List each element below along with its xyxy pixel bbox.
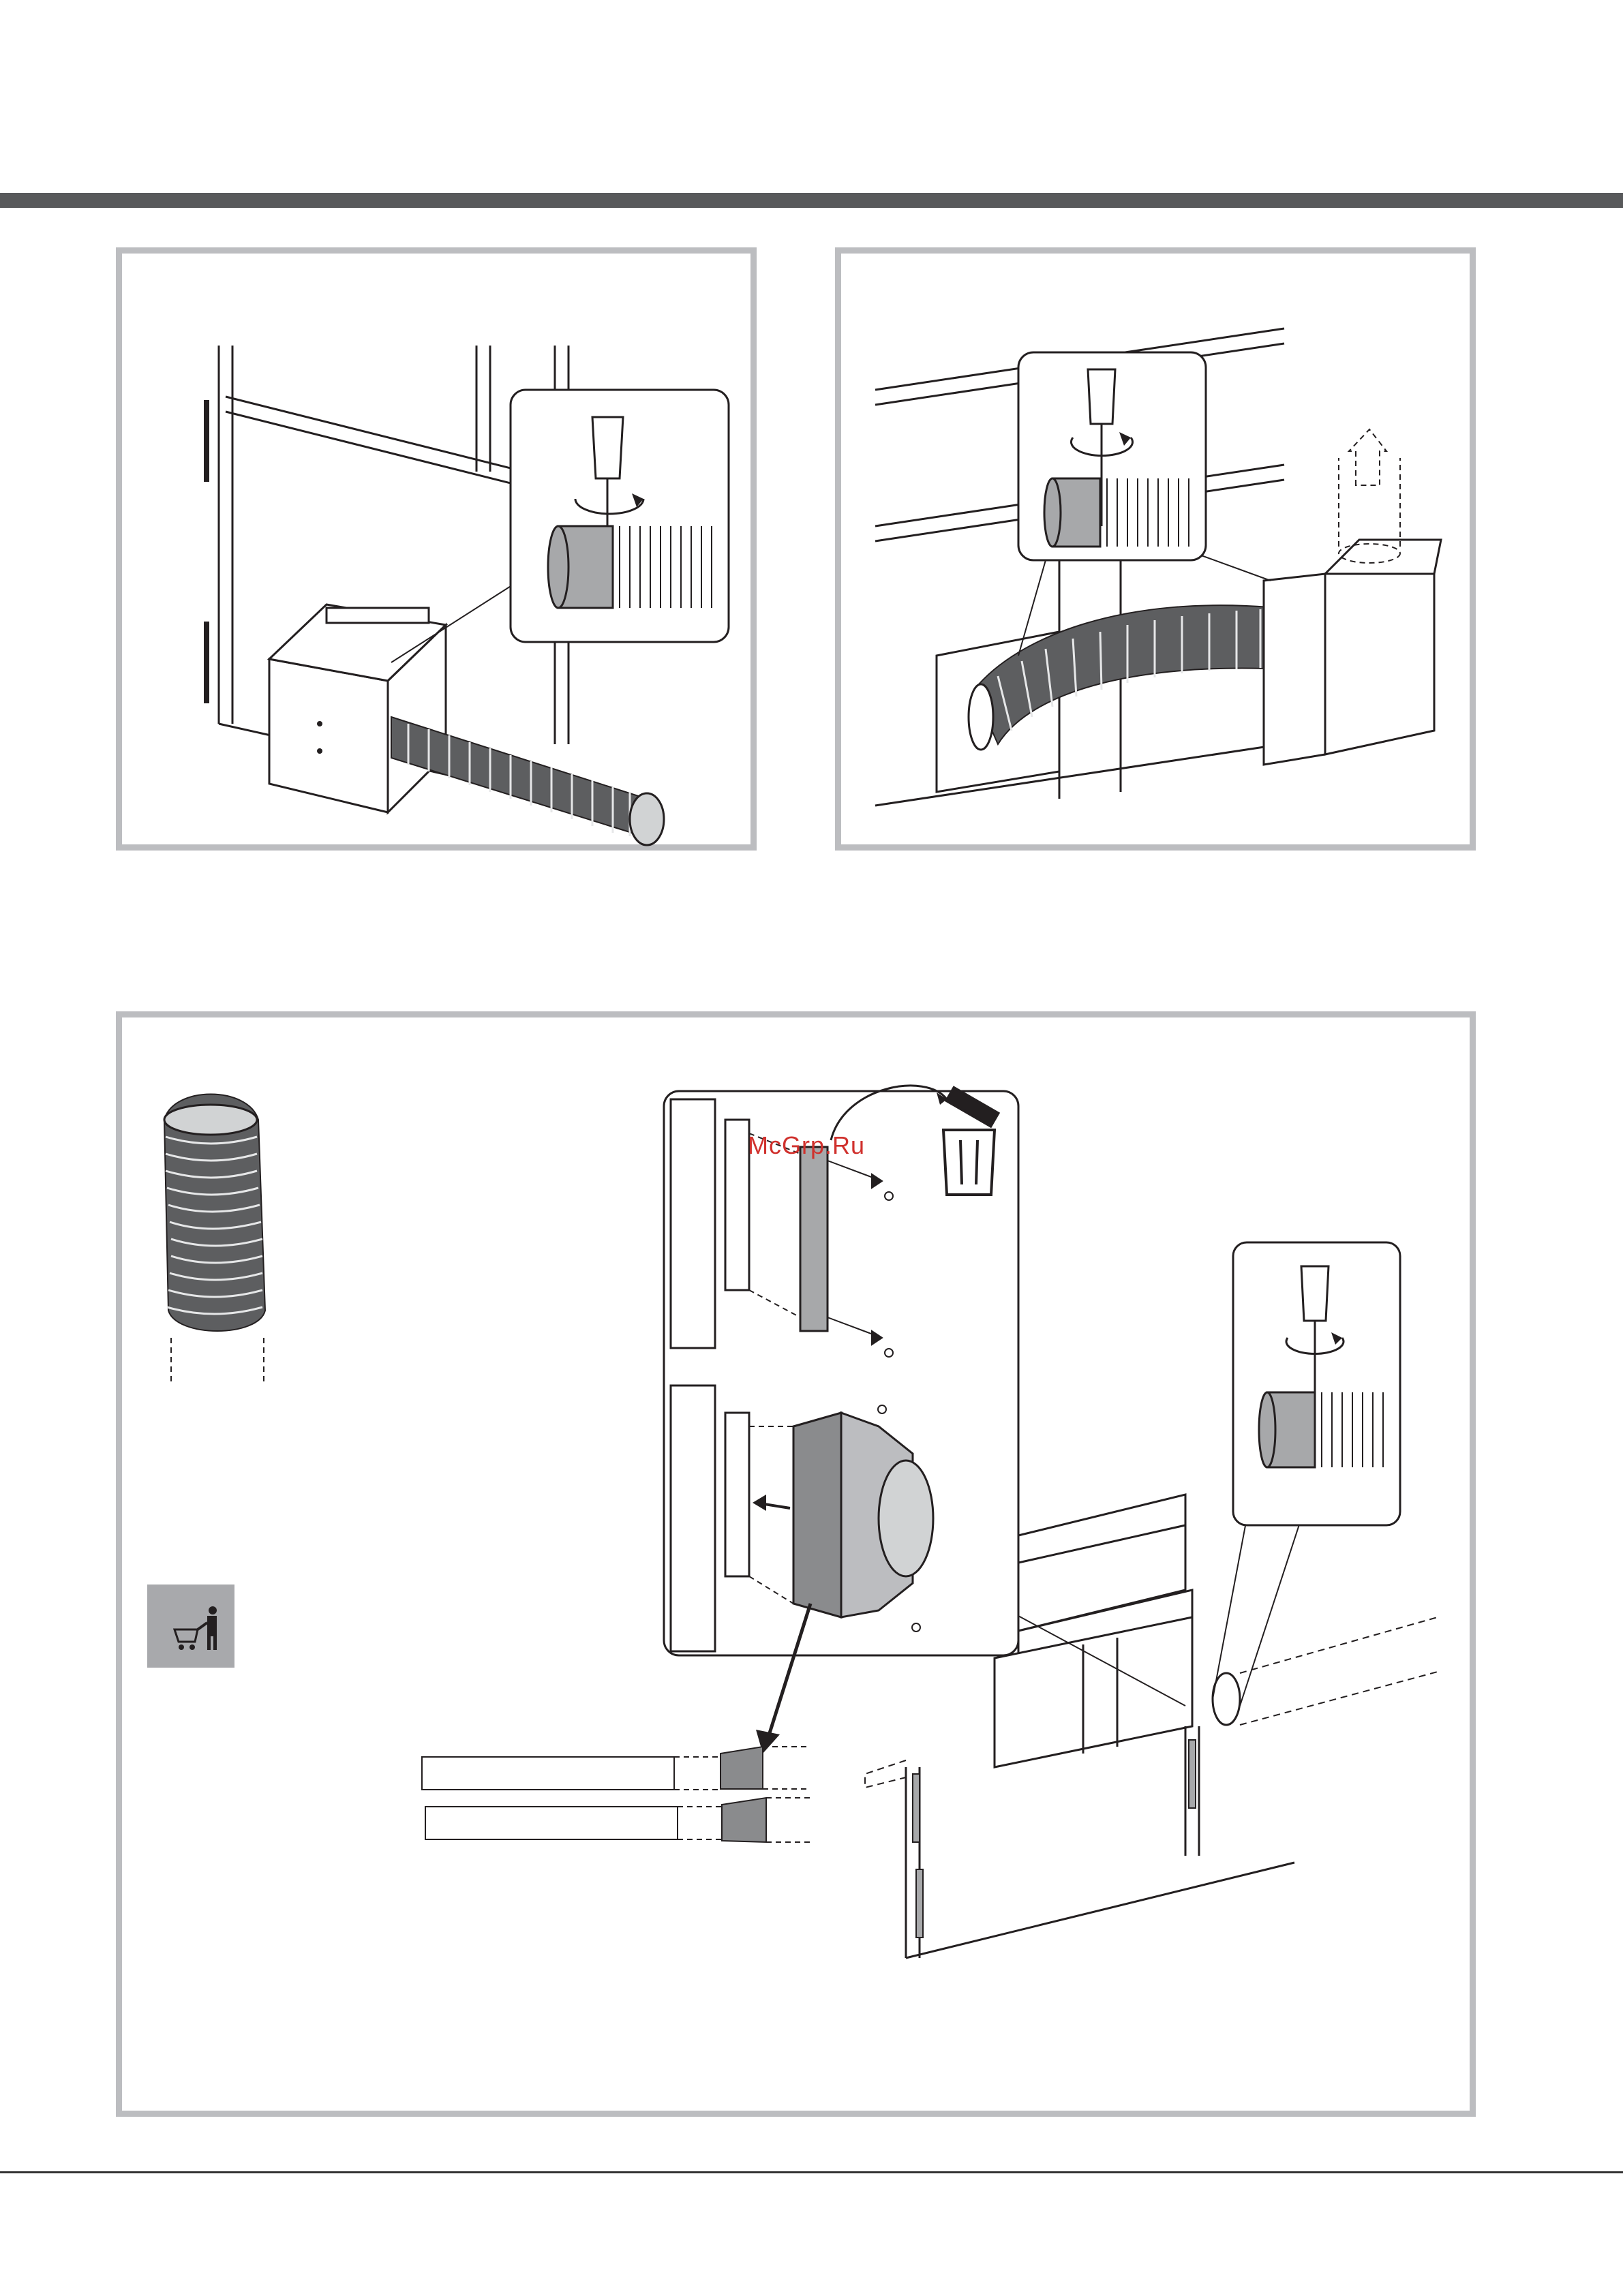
- clamp-detail-callout: [1233, 1242, 1400, 1525]
- figure-1-frame: [116, 247, 757, 851]
- cart-person-icon: [147, 1585, 234, 1668]
- figure-1-illustration: [122, 254, 763, 857]
- flexible-hose-icon: [164, 1095, 265, 1386]
- figure-2-frame: [835, 247, 1476, 851]
- detail-callout: [1018, 352, 1206, 560]
- footer-rule: [0, 2171, 1623, 2173]
- motor-box: [269, 604, 446, 812]
- rectangular-duct-parts: [422, 1747, 814, 1842]
- figure-3-illustration: [122, 1017, 1482, 2123]
- detail-callout: [511, 390, 729, 642]
- exploded-detail-callout: [664, 1086, 1018, 1655]
- optional-accessory-badge: [147, 1585, 234, 1668]
- figure-3-frame: [116, 1011, 1476, 2117]
- wall-box: [1264, 540, 1441, 765]
- figure-2-illustration: [841, 254, 1482, 857]
- header-rule: [0, 193, 1623, 208]
- watermark-text: McGrp.Ru: [748, 1131, 865, 1160]
- flexible-hose: [391, 717, 664, 845]
- airflow-up-arrow-icon: [1339, 429, 1400, 547]
